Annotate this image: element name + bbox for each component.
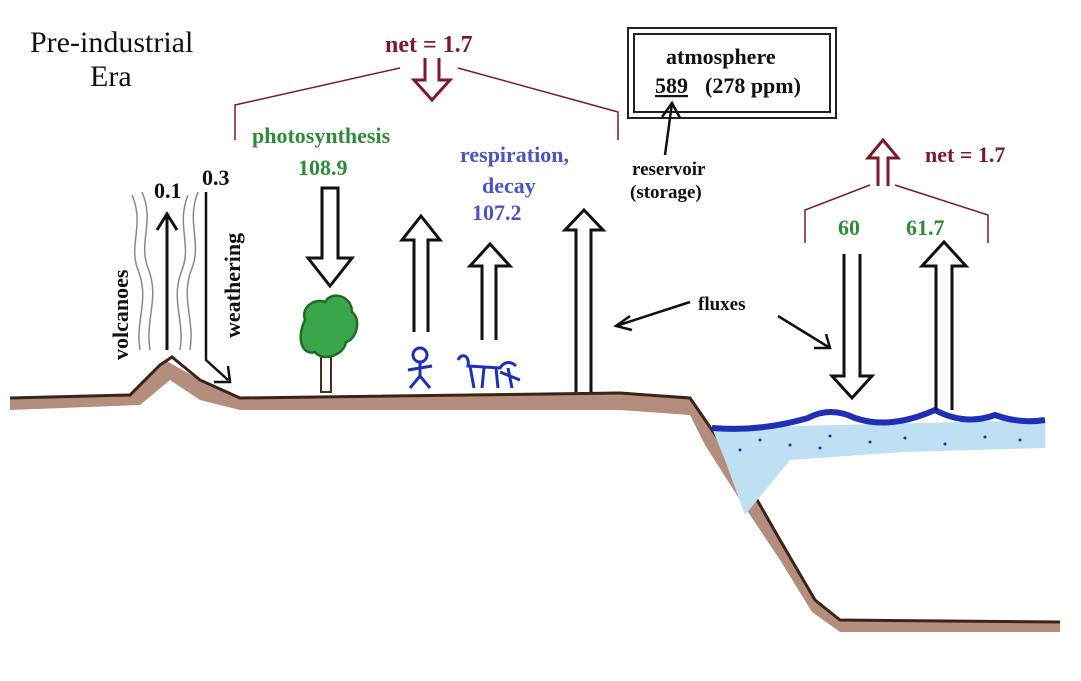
fluxes-left-pointer-icon [613, 300, 691, 332]
stick-person-icon [407, 346, 433, 389]
photosynthesis-down-arrow-icon [304, 186, 356, 289]
ocean-up-value: 61.7 [906, 215, 945, 240]
atmosphere-ppm: (278 ppm) [705, 73, 801, 98]
respiration-label-line2: decay [482, 173, 536, 198]
dog-icon [456, 354, 521, 389]
atmosphere-value: 589 [655, 73, 688, 98]
land-net-down-arrow-icon [410, 58, 454, 103]
ocean-down-value: 60 [838, 215, 860, 240]
photosynthesis-value: 108.9 [298, 155, 348, 180]
respiration-label-line1: respiration, [460, 142, 569, 167]
respiration-up-arrow-3-icon [561, 207, 607, 392]
weathering-arrow-icon [204, 192, 232, 384]
reservoir-label-line2: (storage) [630, 182, 702, 203]
land-ground [9, 355, 1061, 632]
title-line2: Era [90, 60, 132, 93]
reservoir-label-line1: reservoir [632, 159, 706, 180]
land-net-label: net = 1.7 [385, 32, 473, 58]
respiration-up-arrow-1-icon [398, 213, 444, 332]
atmosphere-label: atmosphere [666, 44, 776, 69]
ocean-down-arrow-icon [828, 254, 876, 401]
ocean [711, 406, 1046, 515]
volcanoes-up-arrow-icon [155, 211, 179, 350]
fluxes-label: fluxes [698, 294, 746, 315]
respiration-up-arrow-2-icon [466, 241, 514, 340]
title-line1: Pre-industrial [30, 26, 193, 59]
fluxes-right-pointer-icon [777, 314, 832, 350]
weathering-label: weathering [220, 233, 245, 338]
weathering-value: 0.3 [202, 165, 230, 190]
ocean-up-arrow-icon [918, 239, 970, 410]
atmosphere-box: atmosphere 589 (278 ppm) [627, 27, 837, 119]
ocean-net-label: net = 1.7 [925, 142, 1005, 167]
ocean-waves [711, 406, 1046, 432]
ocean-bracket [804, 184, 989, 243]
tree-icon [299, 294, 359, 393]
respiration-value: 107.2 [472, 200, 522, 225]
volcano-smoke-icon [131, 191, 199, 351]
ocean-net-up-arrow-icon [864, 137, 902, 186]
land-bracket [234, 67, 619, 140]
photosynthesis-label: photosynthesis [252, 123, 391, 148]
volcanoes-value: 0.1 [154, 178, 182, 203]
reservoir-arrow-icon [660, 100, 682, 156]
volcanoes-label: volcanoes [108, 269, 133, 360]
